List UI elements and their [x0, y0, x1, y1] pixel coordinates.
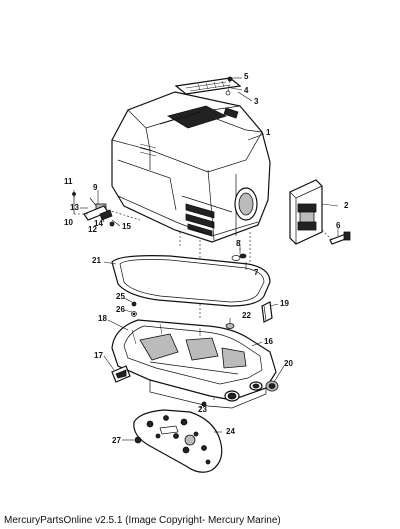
callout-26: 26 [116, 305, 125, 314]
latch-lever [111, 365, 131, 383]
callout-labels: 1 2 3 4 5 6 7 8 9 10 11 12 13 14 15 16 1… [64, 72, 349, 445]
callout-14: 14 [94, 219, 103, 228]
hood-clip [261, 301, 273, 323]
bracket-bolt [321, 229, 351, 245]
callout-23: 23 [198, 405, 207, 414]
callout-3: 3 [254, 97, 259, 106]
callout-19: 19 [280, 299, 289, 308]
callout-7: 7 [254, 268, 259, 277]
plate-fastener [134, 436, 142, 444]
leader-lines [73, 77, 339, 441]
callout-10: 10 [64, 218, 73, 227]
callout-5: 5 [244, 72, 249, 81]
callout-24: 24 [226, 427, 235, 436]
rear-bracket [289, 179, 323, 245]
callout-2: 2 [344, 201, 349, 210]
callout-12: 12 [88, 225, 97, 234]
callout-15: 15 [122, 222, 131, 231]
top-cowl [111, 91, 271, 243]
cowl-seal [111, 255, 271, 307]
bottom-plate [133, 409, 223, 473]
mount-washers [231, 253, 247, 261]
grommet [265, 380, 279, 392]
callout-9: 9 [93, 183, 98, 192]
callout-8: 8 [236, 239, 241, 248]
callout-6: 6 [336, 221, 341, 230]
copyright-footer: MercuryPartsOnline v2.5.1 (Image Copyrig… [4, 515, 281, 526]
callout-25: 25 [116, 292, 125, 301]
callout-21: 21 [92, 256, 101, 265]
bottom-cowl [111, 319, 277, 409]
callout-11: 11 [64, 177, 73, 186]
callout-1: 1 [266, 128, 271, 137]
callout-22: 22 [242, 311, 251, 320]
callout-18: 18 [98, 314, 107, 323]
cover-plate [174, 77, 242, 95]
callout-27: 27 [112, 436, 121, 445]
callout-16: 16 [264, 337, 273, 346]
latch-hardware [72, 192, 141, 227]
callout-20: 20 [284, 359, 293, 368]
screw-and-washer [225, 76, 233, 96]
callout-13: 13 [70, 203, 79, 212]
callout-17: 17 [94, 351, 103, 360]
callout-4: 4 [244, 86, 249, 95]
